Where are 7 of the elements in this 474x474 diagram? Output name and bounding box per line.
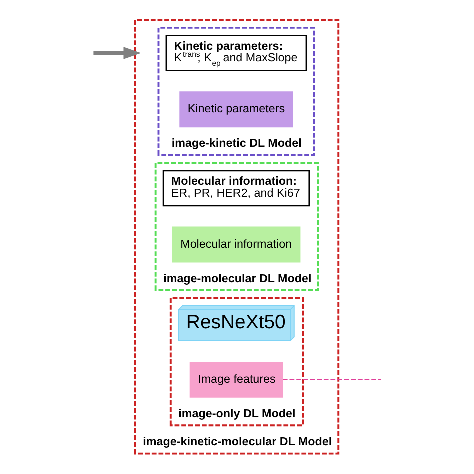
node-box: Kinetic parameters: K$^{trans}$, K$_{ep}$ and MaxSlope <box>165 35 307 72</box>
node-box: Molecular information: ER, PR, HER2, and Ki67 <box>162 170 310 207</box>
node-box: Kinetic parameters <box>179 92 293 128</box>
connector <box>282 379 382 380</box>
node-box: Image features <box>189 362 283 398</box>
arrow <box>93 47 141 60</box>
node-box: Molecular information <box>172 226 300 263</box>
